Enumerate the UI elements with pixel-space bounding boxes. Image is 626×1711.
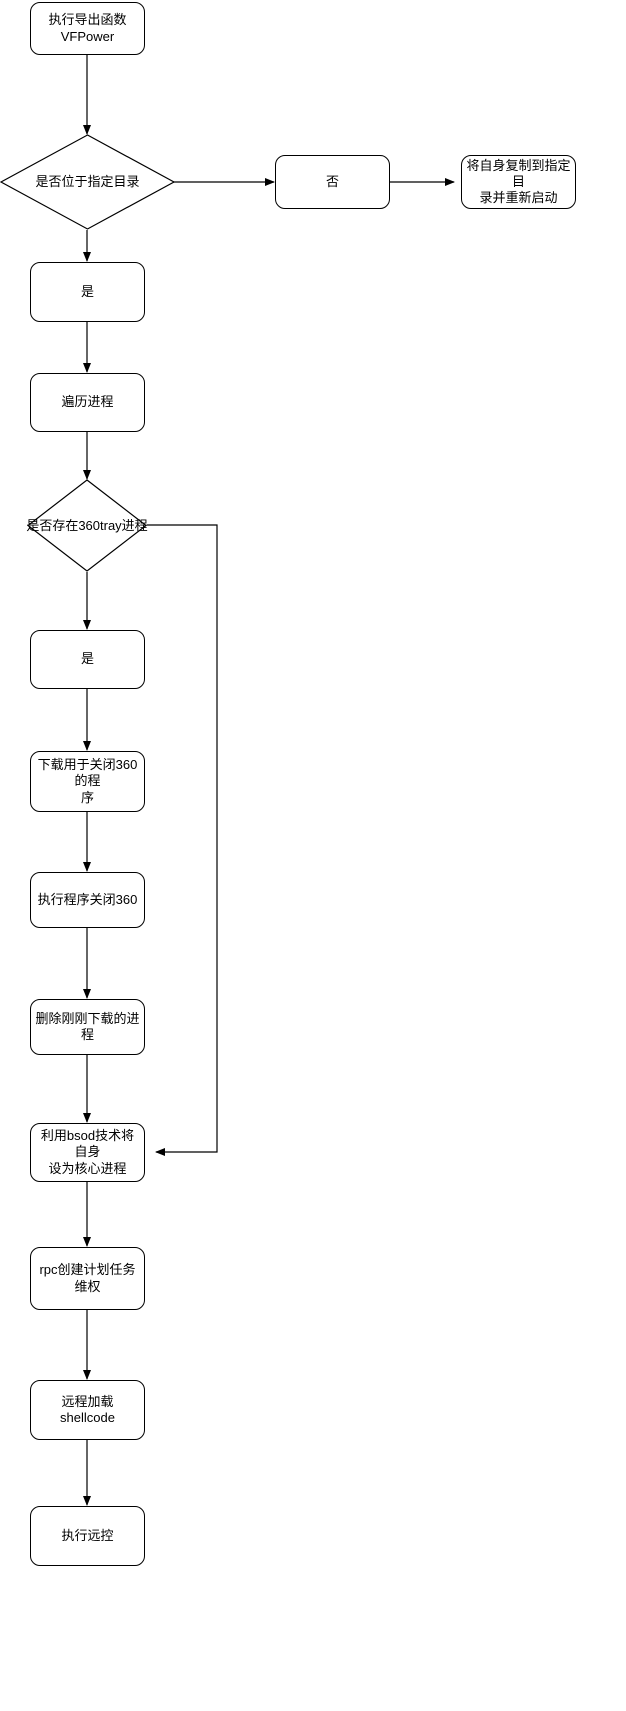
node-rpc-scheduled-task-label: rpc创建计划任务维权 [39, 1262, 136, 1294]
node-yes-directory[interactable]: 是 [30, 262, 145, 322]
edge-decision-360-to-bsod [147, 524, 218, 1156]
node-yes-360tray[interactable]: 是 [30, 630, 145, 689]
node-enumerate-processes[interactable]: 遍历进程 [30, 373, 145, 432]
node-start-label: 执行导出函数 VFPower [48, 12, 127, 44]
node-download-360-killer[interactable]: 下载用于关闭360的程 序 [30, 751, 145, 812]
node-enumerate-processes-label: 遍历进程 [61, 394, 114, 410]
node-yes-directory-label: 是 [80, 283, 94, 299]
node-decision-directory[interactable]: 是否位于指定目录 [0, 134, 175, 230]
node-rpc-scheduled-task[interactable]: rpc创建计划任务维权 [30, 1247, 145, 1310]
decision-directory-shape [0, 134, 175, 230]
node-run-360-killer[interactable]: 执行程序关闭360 [30, 872, 145, 928]
node-yes-360tray-label: 是 [80, 651, 94, 667]
node-execute-rat-label: 执行远控 [61, 1527, 114, 1543]
node-download-360-killer-label: 下载用于关闭360的程 序 [37, 757, 138, 805]
node-copy-and-restart[interactable]: 将自身复制到指定目 录并重新启动 [461, 155, 576, 209]
node-decision-360tray[interactable]: 是否存在360tray进程 [26, 479, 148, 572]
node-start[interactable]: 执行导出函数 VFPower [30, 2, 145, 55]
node-delete-downloaded[interactable]: 删除刚刚下载的进程 [30, 999, 145, 1055]
node-load-shellcode-label: 远程加载shellcode [60, 1393, 115, 1425]
node-copy-and-restart-label: 将自身复制到指定目 录并重新启动 [466, 157, 571, 206]
node-no-directory[interactable]: 否 [275, 155, 390, 209]
node-bsod-critical-process-label: 利用bsod技术将自身 设为核心进程 [40, 1128, 135, 1176]
node-delete-downloaded-label: 删除刚刚下载的进程 [35, 1010, 140, 1042]
node-run-360-killer-label: 执行程序关闭360 [37, 891, 138, 907]
node-execute-rat[interactable]: 执行远控 [30, 1506, 145, 1566]
node-bsod-critical-process[interactable]: 利用bsod技术将自身 设为核心进程 [30, 1123, 145, 1182]
node-decision-360tray-label: 是否存在360tray进程 [26, 517, 148, 533]
node-no-directory-label: 否 [325, 173, 339, 189]
decision-360tray-shape [27, 479, 147, 572]
node-load-shellcode[interactable]: 远程加载shellcode [30, 1380, 145, 1440]
node-decision-directory-label: 是否位于指定目录 [35, 174, 140, 190]
